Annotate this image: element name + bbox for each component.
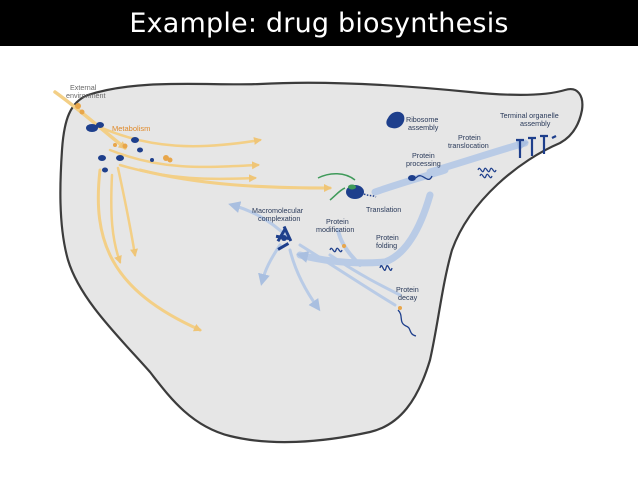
label-terminal-organelle-2: assembly [520, 119, 551, 128]
label-decay-1: Protein [396, 285, 419, 294]
label-terminal-organelle-1: Terminal organelle [500, 111, 559, 120]
label-external-environment-1: External [70, 83, 97, 92]
complexation-icon [275, 225, 293, 251]
arrow-out-1 [228, 201, 287, 237]
label-decay-2: decay [398, 293, 418, 302]
metabolic-arrow-1 [93, 123, 262, 148]
label-processing-1: Protein [412, 151, 435, 160]
metabolic-pathways [53, 90, 332, 332]
metabolic-arrow-5 [116, 166, 138, 257]
label-ribosome-assembly-2: assembly [408, 123, 439, 132]
label-translation: Translation [366, 205, 401, 214]
metabolic-arrow-2 [108, 148, 260, 170]
arrow-folding [381, 191, 434, 266]
title-bar: Example: drug biosynthesis [0, 0, 638, 46]
translocation-protein-icon [477, 167, 497, 179]
translation-ribosome-icon [317, 173, 377, 201]
arrow-decay-2 [328, 253, 402, 297]
label-modification-2: modification [316, 225, 354, 234]
label-macromolecular-1: Macromolecular [252, 206, 304, 215]
metabolic-arrow-6 [110, 173, 122, 264]
processing-protein-icon [408, 175, 433, 181]
metabolic-arrow-input [53, 90, 127, 150]
label-translocation-2: translocation [448, 141, 489, 150]
label-processing-2: processing [406, 159, 441, 168]
terminal-organelle-icon [516, 134, 557, 158]
label-translocation-1: Protein [458, 133, 481, 142]
arrow-to-complexation [296, 251, 389, 267]
cell-diagram: External environment Metabolism Ribosome… [53, 81, 584, 444]
ribosome-icon [386, 111, 405, 129]
metabolic-arrow-7 [96, 168, 202, 332]
label-folding-2: folding [376, 241, 397, 250]
arrow-decay-1 [298, 243, 397, 307]
label-modification-1: Protein [326, 217, 349, 226]
metabolic-arrow-3 [118, 163, 257, 183]
protein-pathways [228, 139, 529, 312]
decay-protein-icon [397, 306, 417, 337]
label-external-environment-2: environment [66, 91, 106, 100]
label-macromolecular-2: complexation [258, 214, 300, 223]
metabolism-molecules [75, 103, 173, 173]
arrow-translocation [426, 139, 529, 176]
label-metabolism: Metabolism [112, 124, 150, 133]
label-folding-1: Protein [376, 233, 399, 242]
slide-title: Example: drug biosynthesis [129, 7, 509, 39]
modification-protein-icon [329, 244, 346, 253]
metabolic-arrow-4 [138, 168, 332, 192]
folding-protein-icon [379, 265, 393, 271]
label-ribosome-assembly-1: Ribosome [406, 115, 438, 124]
arrow-out-3 [288, 248, 321, 312]
